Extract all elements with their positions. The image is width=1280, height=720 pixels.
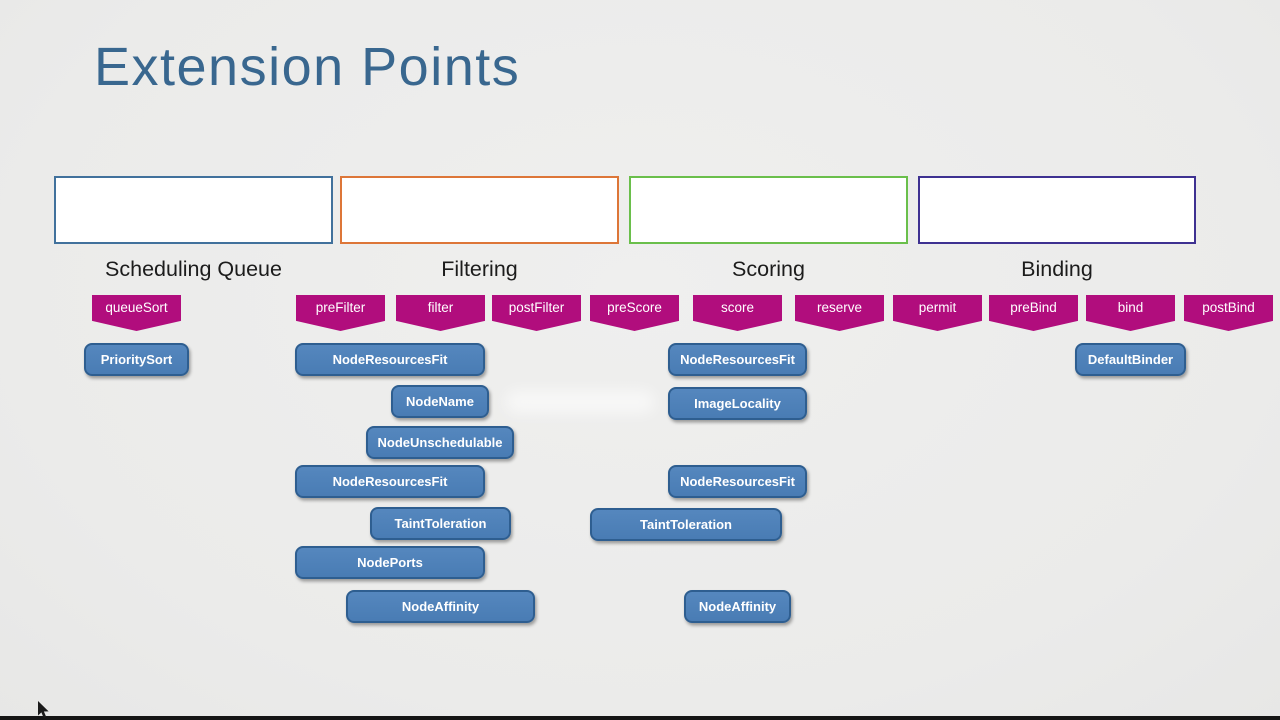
phase-label-scoring: Scoring: [732, 257, 805, 281]
slide-title: Extension Points: [94, 37, 521, 97]
faint-watermark-smudge: [505, 390, 655, 414]
phase-box-filtering: [340, 176, 619, 244]
plugin-tainttoleration-1: TaintToleration: [370, 507, 511, 540]
plugin-nodeaffinity-2: NodeAffinity: [684, 590, 791, 623]
phase-box-scoring: [629, 176, 908, 244]
plugin-noderesourcesfit-4: NodeResourcesFit: [668, 465, 807, 498]
phase-box-scheduling-queue: [54, 176, 333, 244]
extension-point-ribbon-score: score: [693, 295, 782, 331]
phase-label-scheduling-queue: Scheduling Queue: [105, 257, 282, 281]
plugin-defaultbinder: DefaultBinder: [1075, 343, 1186, 376]
extension-point-ribbon-postfilter: postFilter: [492, 295, 581, 331]
plugin-noderesourcesfit-2: NodeResourcesFit: [295, 465, 485, 498]
phase-label-binding: Binding: [1021, 257, 1093, 281]
phase-label-filtering: Filtering: [441, 257, 518, 281]
extension-point-ribbon-reserve: reserve: [795, 295, 884, 331]
plugin-nodename: NodeName: [391, 385, 489, 418]
extension-point-ribbon-queuesort: queueSort: [92, 295, 181, 331]
extension-point-ribbon-postbind: postBind: [1184, 295, 1273, 331]
plugin-tainttoleration-2: TaintToleration: [590, 508, 782, 541]
extension-point-ribbon-filter: filter: [396, 295, 485, 331]
plugin-prioritysort: PrioritySort: [84, 343, 189, 376]
plugin-nodeaffinity-1: NodeAffinity: [346, 590, 535, 623]
plugin-nodeunschedulable: NodeUnschedulable: [366, 426, 514, 459]
mouse-cursor-icon: [38, 701, 49, 719]
plugin-noderesourcesfit-3: NodeResourcesFit: [668, 343, 807, 376]
bottom-edge-bar: [0, 716, 1280, 720]
extension-point-ribbon-prescore: preScore: [590, 295, 679, 331]
extension-point-ribbon-bind: bind: [1086, 295, 1175, 331]
plugin-imagelocality: ImageLocality: [668, 387, 807, 420]
plugin-nodeports: NodePorts: [295, 546, 485, 579]
plugin-noderesourcesfit-1: NodeResourcesFit: [295, 343, 485, 376]
extension-point-ribbon-permit: permit: [893, 295, 982, 331]
extension-point-ribbon-prebind: preBind: [989, 295, 1078, 331]
phase-box-binding: [918, 176, 1196, 244]
extension-point-ribbon-prefilter: preFilter: [296, 295, 385, 331]
